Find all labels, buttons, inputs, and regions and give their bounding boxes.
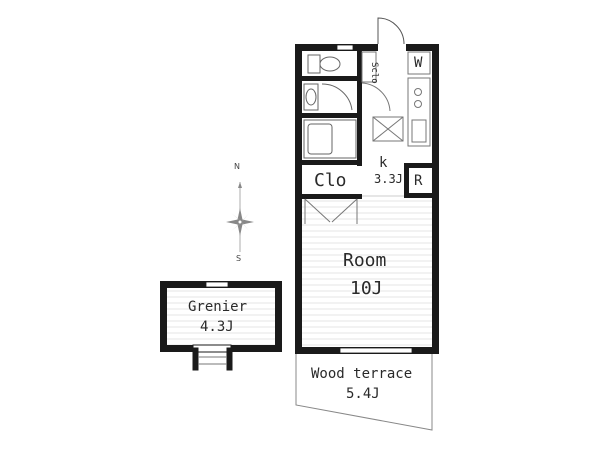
bathtub: [303, 119, 357, 159]
compass-rose-icon: [226, 182, 254, 252]
entry-gap: [378, 44, 406, 51]
top-window: [336, 44, 354, 51]
grenier-name: Grenier: [188, 299, 248, 315]
kitchen-floor: [362, 52, 432, 197]
terrace-name: Wood terrace: [311, 366, 413, 382]
closet-doors: [304, 198, 358, 224]
closet-label: Clo: [314, 170, 347, 191]
grenier-window: [205, 281, 229, 288]
grenier-floor: [166, 287, 276, 345]
shoe-closet-box: [361, 51, 377, 83]
kitchen-size: 3.3J: [374, 172, 403, 186]
room-size: 10J: [350, 278, 383, 299]
terrace-size: 5.4J: [346, 386, 380, 402]
room-floor: [302, 195, 432, 350]
grenier-size: 4.3J: [200, 319, 234, 335]
toilet: [307, 54, 341, 74]
fridge-label: R: [414, 173, 423, 189]
ceiling-hatch: [372, 116, 404, 142]
kitchen-counter: [407, 77, 431, 147]
bottom-window: [339, 347, 413, 354]
kitchen-name: k: [379, 155, 388, 171]
shoe-closet-label: Sclo: [369, 62, 379, 84]
washer-label: W: [414, 55, 423, 71]
room-name: Room: [343, 250, 387, 271]
ladder: [192, 344, 233, 371]
compass-north-label: N: [234, 162, 240, 171]
washer-box: [407, 51, 431, 75]
kitchen-door: [361, 82, 391, 112]
entry-door: [377, 17, 405, 45]
washbasin: [303, 83, 353, 111]
compass-south-label: S: [236, 254, 242, 263]
